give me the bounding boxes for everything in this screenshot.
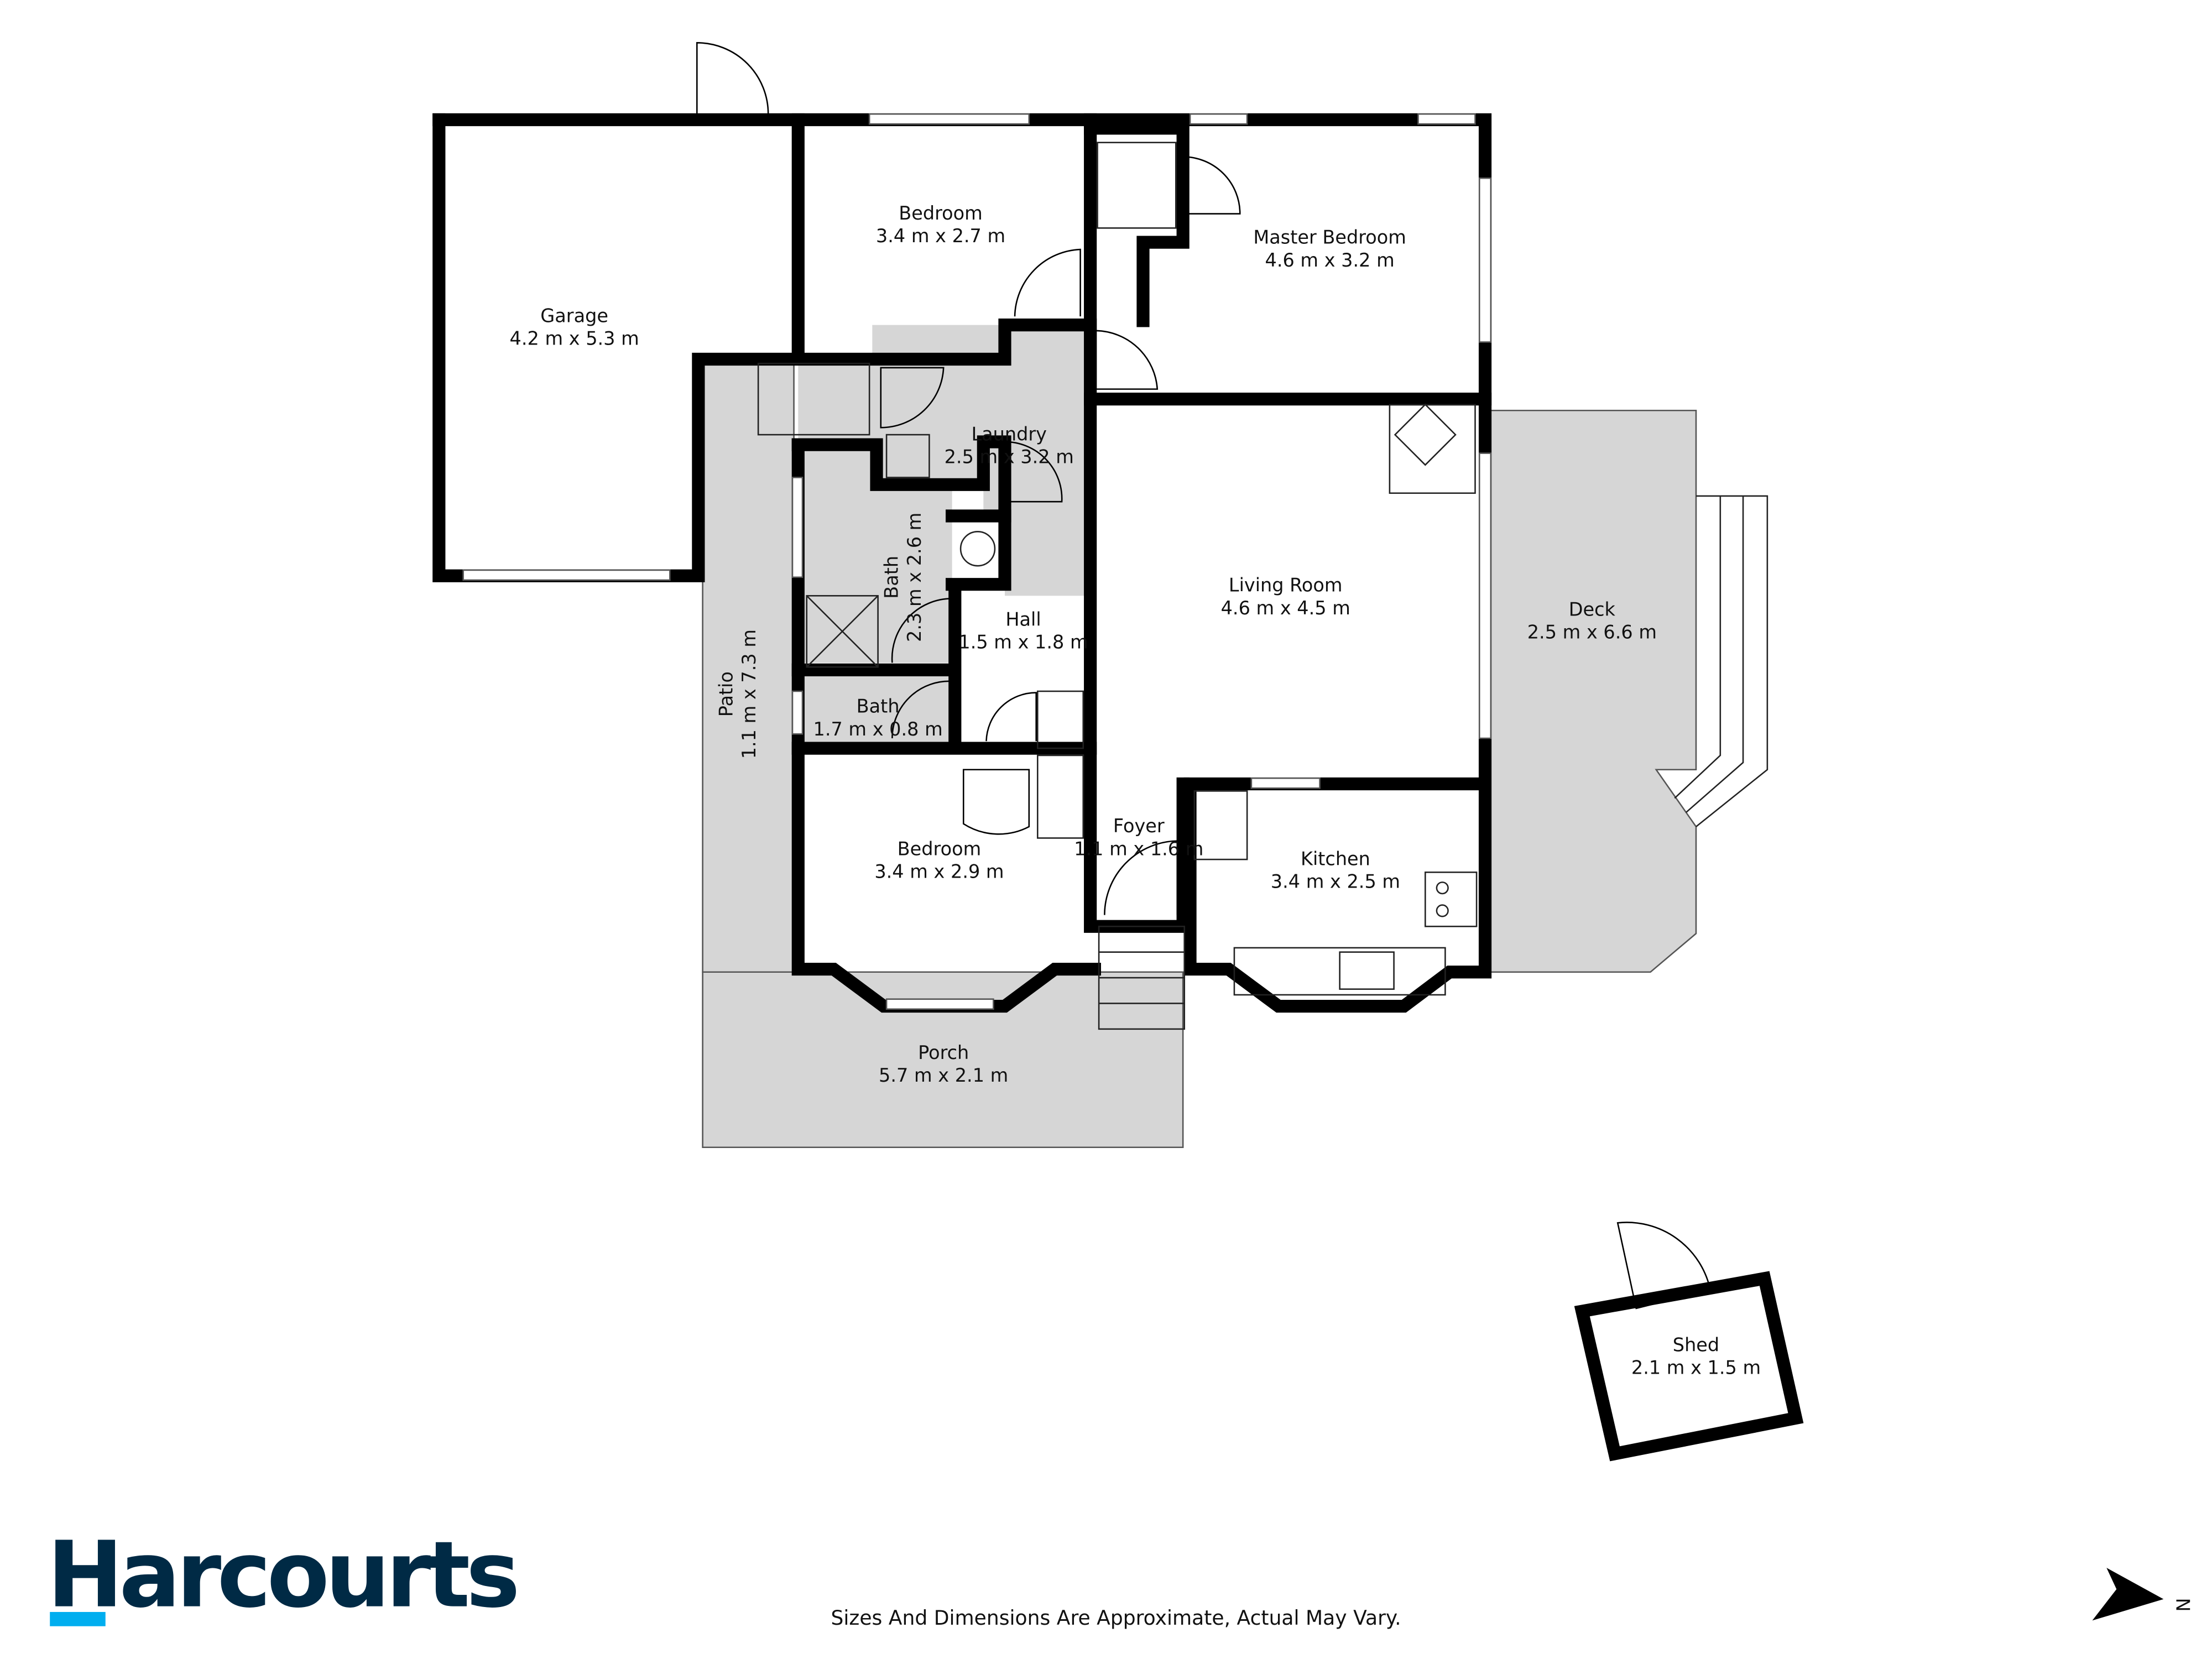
door-swing [891,598,953,663]
room-size: 1.1 m x 7.3 m [738,629,760,759]
window [1478,177,1492,343]
room-name: Patio [716,671,737,717]
door-swing [1095,330,1159,390]
room-name: Kitchen [1301,848,1370,869]
fireplace [1389,404,1476,494]
logo-text: Harcourts [47,1522,517,1628]
room-size: 1.5 m x 1.8 m [958,632,1088,653]
shed-wall [1574,1271,1804,1462]
room-name: Laundry [971,423,1047,445]
closet [757,362,870,436]
door-swing [962,769,1030,835]
window [1478,452,1492,739]
deck-area [1489,409,1697,973]
room-size: 1.1 m x 1.6 m [1074,838,1203,859]
door-swing [1014,248,1081,317]
room-name: Porch [918,1042,969,1063]
room-size: 3.4 m x 2.7 m [876,225,1005,247]
wall [946,509,1011,591]
room-size: 4.2 m x 5.3 m [510,328,639,349]
door-swing [1104,840,1178,915]
door-swing [985,692,1037,742]
door-swing [1183,156,1241,215]
room-size: 2.1 m x 1.5 m [1631,1357,1761,1379]
room-size: 2.5 m x 6.6 m [1527,622,1657,643]
room-name: Bath [857,696,900,717]
door-swing [1616,1222,1712,1310]
room-name: Bedroom [899,202,983,224]
window [1189,113,1248,125]
closet [1037,754,1084,839]
porch-area [702,971,1184,1149]
kitchen-counter [1233,947,1446,996]
deck-stair-tread [1674,495,1721,799]
deck-stairs [1695,495,1768,827]
bath2-area [801,675,952,747]
logo-accent-bar [50,1611,106,1626]
closet [1097,142,1177,229]
room-size: 2.5 m x 3.2 m [945,446,1074,468]
wall [791,438,1101,1013]
window [791,477,804,578]
closet [1037,690,1084,749]
door-swing [880,367,945,429]
disclaimer: Sizes And Dimensions Are Approximate, Ac… [831,1606,1401,1630]
window [791,690,804,735]
north-arrow-icon: N [2092,1568,2194,1621]
room-name: Bath [881,556,902,599]
fireplace-box [1394,403,1457,466]
room-size: 2.3 m x 2.6 m [904,513,925,642]
room-size: 5.7 m x 2.1 m [879,1065,1008,1086]
stair-tread [1099,951,1185,1004]
harcourts-logo: Harcourts [47,1522,520,1628]
sink [885,434,930,478]
room-size: 3.4 m x 2.5 m [1271,871,1400,893]
basin [959,531,996,567]
wall [1084,122,1190,327]
room-name: Living Room [1229,575,1343,596]
shower [806,595,879,668]
window [462,569,671,581]
room-name: Bedroom [898,838,982,859]
room-size: 3.4 m x 2.9 m [874,861,1004,883]
window [868,113,1030,125]
burner [1436,904,1449,917]
burner [1436,881,1449,895]
compass-label: N [2172,1598,2194,1612]
kitchen-sink [1339,951,1395,990]
door-swing [696,42,769,126]
room-name: Deck [1569,598,1616,620]
room-name: Garage [540,305,608,326]
window [1417,113,1476,125]
door-swing [1005,441,1063,503]
kitchen-counter [1193,790,1248,860]
room-size: 4.6 m x 3.2 m [1265,249,1395,271]
window [1250,777,1321,789]
shower-cross [806,595,879,668]
room-size: 1.7 m x 0.8 m [813,718,943,740]
cooktop [1425,872,1478,927]
room-size: 4.6 m x 4.5 m [1221,597,1350,619]
room-name: Foyer [1113,815,1165,837]
deck-stair-tread [1686,495,1744,813]
room-name: Hall [1005,608,1041,630]
room-name: Shed [1673,1334,1719,1355]
room-name: Master Bedroom [1253,227,1406,248]
window [885,998,994,1010]
door-swing [891,680,953,739]
wall [432,113,1097,582]
